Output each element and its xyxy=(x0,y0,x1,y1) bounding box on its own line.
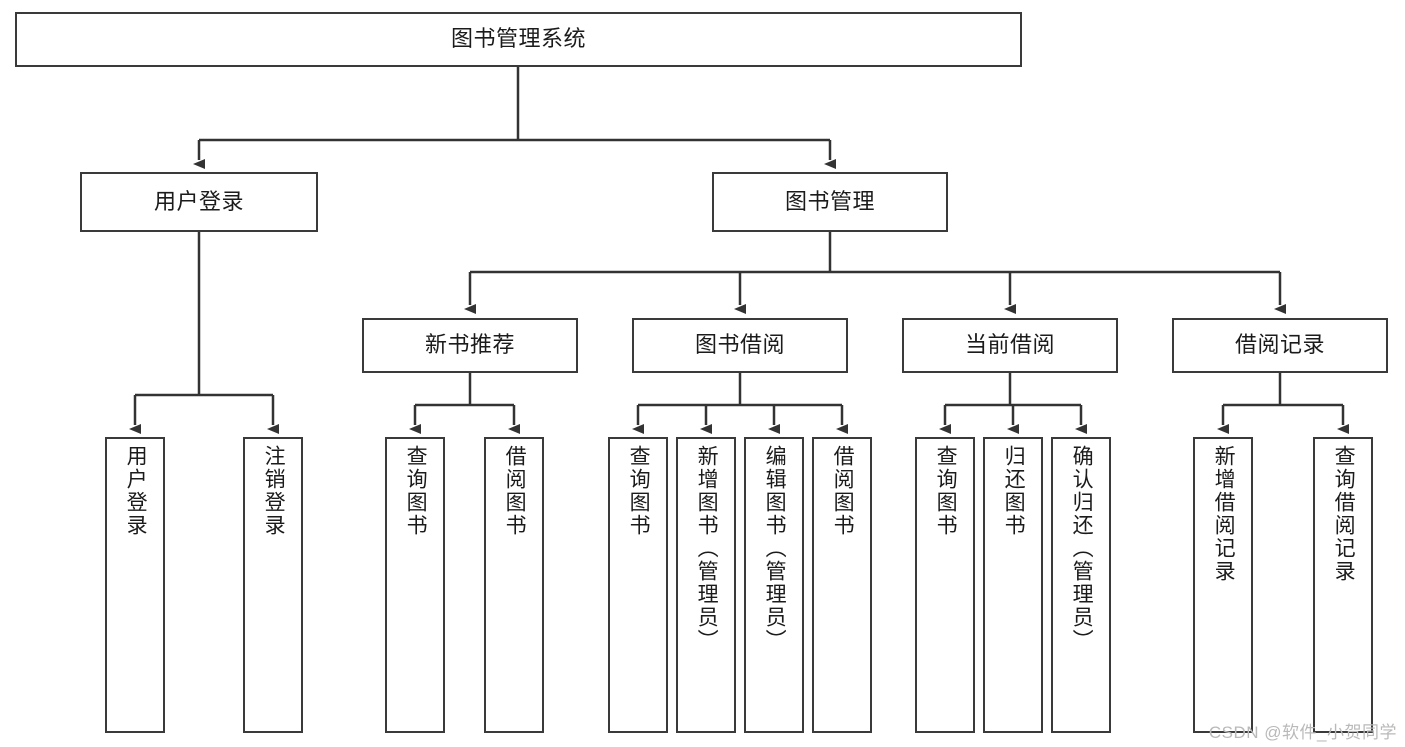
node-leaf-edit-book-label: 编辑图书（管理员） xyxy=(763,445,787,652)
node-leaf-query-record-label: 查询借阅记录 xyxy=(1332,445,1356,583)
node-user-login[interactable]: 用户登录 xyxy=(80,172,318,232)
node-leaf-return-book[interactable]: 归还图书 xyxy=(983,437,1043,733)
node-leaf-logout-label: 注销登录 xyxy=(262,445,286,537)
node-new-book-recommend[interactable]: 新书推荐 xyxy=(362,318,578,373)
node-leaf-query-book-1-label: 查询图书 xyxy=(404,445,428,537)
connector-bookmanage-to-level3 xyxy=(464,232,1286,314)
node-leaf-query-record[interactable]: 查询借阅记录 xyxy=(1313,437,1373,733)
node-root-label: 图书管理系统 xyxy=(450,26,586,52)
node-leaf-add-book-label: 新增图书（管理员） xyxy=(695,445,719,652)
node-leaf-user-login[interactable]: 用户登录 xyxy=(105,437,165,733)
node-leaf-query-book-3[interactable]: 查询图书 xyxy=(915,437,975,733)
connector-borrowrecord-to-leaves xyxy=(1217,373,1349,434)
node-leaf-borrow-book-1-label: 借阅图书 xyxy=(503,445,527,537)
node-root[interactable]: 图书管理系统 xyxy=(15,12,1022,67)
connector-currentborrow-to-leaves xyxy=(939,373,1087,434)
node-current-borrow-label: 当前借阅 xyxy=(964,332,1055,358)
node-book-manage[interactable]: 图书管理 xyxy=(712,172,948,232)
node-book-borrow[interactable]: 图书借阅 xyxy=(632,318,848,373)
watermark-text: CSDN @软件_小贺同学 xyxy=(1208,723,1397,742)
node-leaf-edit-book[interactable]: 编辑图书（管理员） xyxy=(744,437,804,733)
node-leaf-add-book[interactable]: 新增图书（管理员） xyxy=(676,437,736,733)
node-leaf-query-book-3-label: 查询图书 xyxy=(934,445,958,537)
node-user-login-label: 用户登录 xyxy=(153,188,244,214)
node-leaf-user-login-label: 用户登录 xyxy=(124,445,148,537)
node-leaf-borrow-book-2-label: 借阅图书 xyxy=(831,445,855,537)
node-leaf-query-book-1[interactable]: 查询图书 xyxy=(385,437,445,733)
node-leaf-query-book-2-label: 查询图书 xyxy=(627,445,651,537)
node-borrow-record-label: 借阅记录 xyxy=(1234,332,1325,358)
node-leaf-confirm-return[interactable]: 确认归还（管理员） xyxy=(1051,437,1111,733)
node-leaf-confirm-return-label: 确认归还（管理员） xyxy=(1070,445,1094,652)
node-leaf-query-book-2[interactable]: 查询图书 xyxy=(608,437,668,733)
connector-userlogin-to-leaves xyxy=(129,232,279,434)
node-new-book-recommend-label: 新书推荐 xyxy=(424,332,515,358)
node-leaf-add-record[interactable]: 新增借阅记录 xyxy=(1193,437,1253,733)
node-leaf-borrow-book-2[interactable]: 借阅图书 xyxy=(812,437,872,733)
node-borrow-record[interactable]: 借阅记录 xyxy=(1172,318,1388,373)
connector-root-to-level2 xyxy=(193,67,836,169)
connector-newbook-to-leaves xyxy=(409,373,520,434)
node-leaf-logout[interactable]: 注销登录 xyxy=(243,437,303,733)
node-leaf-return-book-label: 归还图书 xyxy=(1002,445,1026,537)
node-leaf-add-record-label: 新增借阅记录 xyxy=(1212,445,1236,583)
connector-bookborrow-to-leaves xyxy=(632,373,848,434)
node-book-manage-label: 图书管理 xyxy=(784,188,875,214)
node-book-borrow-label: 图书借阅 xyxy=(694,332,785,358)
node-leaf-borrow-book-1[interactable]: 借阅图书 xyxy=(484,437,544,733)
node-current-borrow[interactable]: 当前借阅 xyxy=(902,318,1118,373)
